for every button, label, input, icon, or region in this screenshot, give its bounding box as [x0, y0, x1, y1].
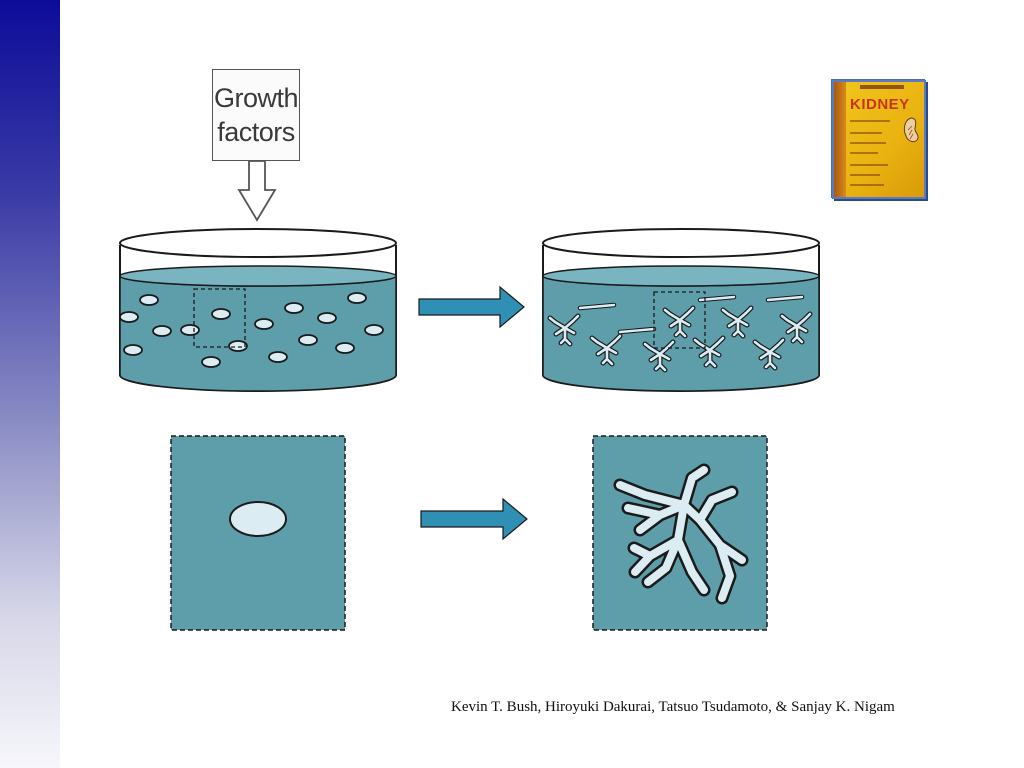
single-cell-zoom-panel: [170, 435, 346, 631]
growth-factors-label-box: Growth factors: [212, 69, 300, 161]
left-culture-dish: [119, 228, 397, 392]
kidney-book-cover-image: KIDNEY: [832, 80, 926, 199]
zoom-region-outline: [653, 291, 706, 349]
right-culture-dish: [542, 228, 820, 392]
single-cells: [119, 292, 384, 368]
growth-factors-line1: Growth: [213, 83, 299, 113]
growth-factors-line2: factors: [217, 117, 295, 147]
branching-tubule: [613, 463, 749, 605]
book-spine: [834, 82, 846, 197]
branching-tubule-zoom-panel: [592, 435, 768, 631]
hollow-down-arrow-icon: [237, 160, 277, 222]
zoom-region-outline: [193, 288, 246, 348]
slide-sidebar-gradient: [0, 0, 60, 768]
author-citation: Kevin T. Bush, Hiroyuki Dakurai, Tatsuo …: [451, 699, 895, 715]
kidney-figure-icon: [903, 117, 919, 143]
book-volume-strip: [860, 85, 904, 89]
book-title: KIDNEY: [850, 96, 910, 113]
right-arrow-icon: [420, 497, 528, 541]
right-arrow-icon: [418, 285, 525, 329]
single-cell: [229, 501, 287, 537]
